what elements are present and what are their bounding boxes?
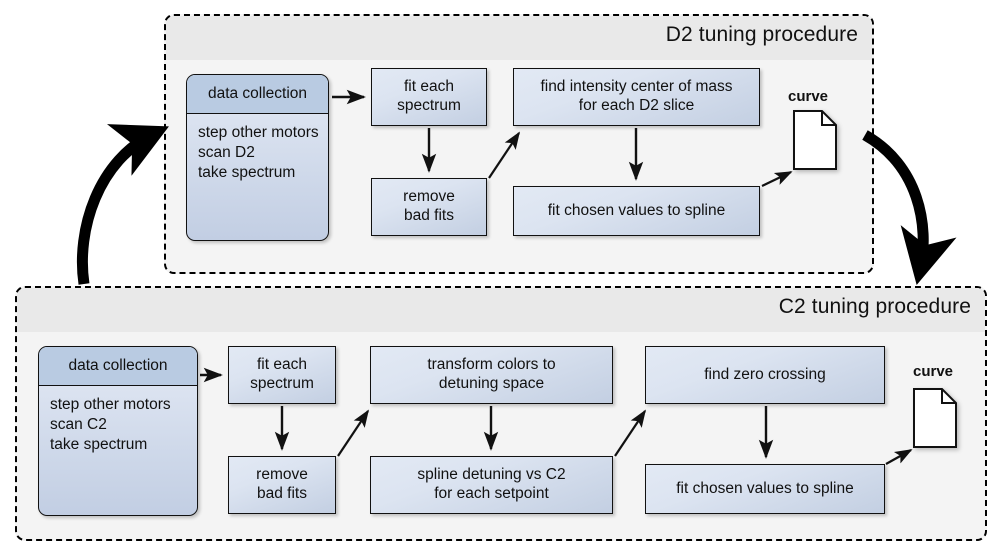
d2-curve-document-icon — [793, 110, 837, 170]
c2-fit-chosen-values-label: fit chosen values to spline — [676, 479, 854, 497]
c2-find-zero-crossing-label: find zero crossing — [704, 365, 826, 383]
c2-step-find-zero-crossing[interactable]: find zero crossing — [645, 346, 885, 404]
c2-dc-step-3: take spectrum — [50, 436, 148, 454]
line-2: spectrum — [250, 375, 314, 392]
line-1: fit each — [404, 78, 454, 96]
line-2: bad fits — [404, 207, 454, 224]
line-1: spline detuning vs C2 — [417, 466, 566, 484]
d2-fit-each-spectrum-label: fit each spectrum — [385, 78, 473, 116]
d2-dc-step-1: step other motors — [198, 124, 319, 141]
line-1: find intensity center of mass — [540, 78, 733, 96]
c2-fit-each-spectrum-label: fit each spectrum — [238, 356, 326, 394]
d2-fit-chosen-values-label: fit chosen values to spline — [547, 201, 726, 219]
line-2: spectrum — [397, 97, 461, 114]
panel-c2-title: C2 tuning procedure — [778, 295, 971, 318]
d2-curve-label: curve — [788, 88, 829, 105]
line-1: fit each — [257, 356, 307, 374]
d2-dc-step-2: scan D2 — [198, 144, 255, 162]
arrow-c2-to-d2-loopback — [76, 124, 169, 285]
c2-dc-step-2: scan C2 — [50, 416, 107, 434]
c2-remove-bad-fits-label: remove bad fits — [244, 466, 320, 504]
line-1: transform colors to — [427, 356, 556, 374]
c2-step-remove-bad-fits[interactable]: remove bad fits — [228, 456, 336, 514]
c2-step-transform-colors-to-detuning-space[interactable]: transform colors to detuning space — [370, 346, 613, 404]
line-2: for each setpoint — [434, 485, 549, 502]
panel-c2-titlebar — [17, 288, 985, 332]
c2-curve-label: curve — [913, 363, 954, 380]
c2-step-fit-each-spectrum[interactable]: fit each spectrum — [228, 346, 336, 404]
d2-data-collection-header: data collection — [187, 75, 328, 114]
line-1: remove — [256, 466, 308, 484]
c2-step-spline-detuning-vs-c2[interactable]: spline detuning vs C2 for each setpoint — [370, 456, 613, 514]
line-1: remove — [403, 188, 455, 206]
d2-remove-bad-fits-label: remove bad fits — [391, 188, 467, 226]
d2-step-fit-chosen-values-to-spline[interactable]: fit chosen values to spline — [513, 186, 760, 236]
c2-dc-step-1: step other motors — [50, 396, 171, 413]
panel-d2-titlebar — [166, 16, 872, 60]
c2-data-collection-header: data collection — [39, 347, 197, 386]
d2-step-find-intensity-center-of-mass[interactable]: find intensity center of mass for each D… — [513, 68, 760, 126]
d2-step-remove-bad-fits[interactable]: remove bad fits — [371, 178, 487, 236]
line-2: bad fits — [257, 485, 307, 502]
c2-transform-colors-label: transform colors to detuning space — [415, 356, 567, 394]
c2-spline-detuning-label: spline detuning vs C2 for each setpoint — [405, 466, 577, 504]
d2-dc-step-3: take spectrum — [198, 164, 296, 182]
c2-step-fit-chosen-values-to-spline[interactable]: fit chosen values to spline — [645, 464, 885, 514]
c2-curve-document-icon — [913, 388, 957, 448]
d2-data-collection-steps: step other motors scan D2 take spectrum — [187, 114, 328, 183]
panel-d2-title: D2 tuning procedure — [665, 23, 858, 46]
line-2: detuning space — [438, 375, 545, 392]
line-2: for each D2 slice — [578, 97, 695, 114]
d2-step-fit-each-spectrum[interactable]: fit each spectrum — [371, 68, 487, 126]
d2-find-intensity-com-label: find intensity center of mass for each D… — [528, 78, 744, 116]
c2-data-collection-steps: step other motors scan C2 take spectrum — [39, 386, 197, 455]
c2-data-collection-box[interactable]: data collection step other motors scan C… — [38, 346, 198, 516]
d2-data-collection-box[interactable]: data collection step other motors scan D… — [186, 74, 329, 241]
